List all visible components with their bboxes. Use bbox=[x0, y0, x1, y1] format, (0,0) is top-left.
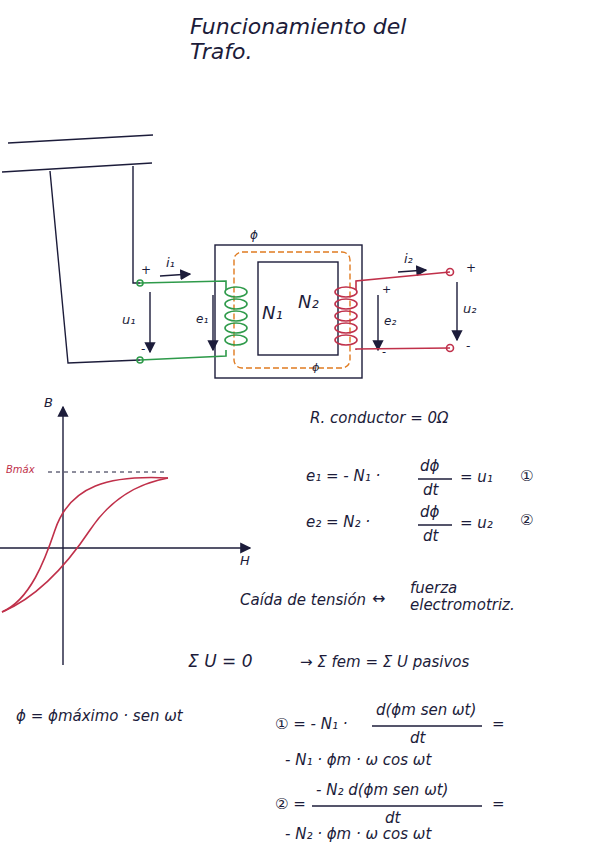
hysteresis-curve bbox=[2, 478, 168, 612]
note-label: = bbox=[492, 716, 505, 733]
note-label: Σ U = 0 bbox=[188, 652, 252, 672]
note-label: - N₂ d(ϕm sen ωt) bbox=[316, 782, 448, 799]
note-label: = bbox=[492, 796, 505, 813]
note-label: dϕ bbox=[420, 504, 439, 521]
note-label: - bbox=[382, 346, 386, 359]
note-label: i₂ bbox=[404, 252, 413, 267]
supply-wire bbox=[133, 166, 140, 283]
b-axis bbox=[62, 407, 63, 665]
primary-coil bbox=[225, 287, 247, 297]
primary-wire bbox=[140, 350, 226, 360]
note-label: Bmáx bbox=[6, 464, 35, 476]
note-label: u₁ bbox=[122, 313, 135, 328]
terminal bbox=[447, 345, 454, 352]
note-label: ϕ = ϕmáximo · sen ωt bbox=[16, 708, 183, 725]
note-label: ϕ bbox=[312, 362, 319, 375]
primary-coil bbox=[225, 323, 247, 333]
bmax-line bbox=[48, 472, 168, 473]
secondary-wire bbox=[356, 348, 450, 350]
core-window bbox=[258, 262, 338, 355]
note-label: u₂ bbox=[463, 302, 476, 317]
current-arrow bbox=[398, 270, 426, 272]
transformer-core bbox=[215, 245, 362, 378]
note-label: - N₁ · ϕm · ω cos ωt bbox=[285, 752, 431, 769]
supply-line bbox=[2, 163, 152, 172]
note-label: ② = bbox=[275, 796, 306, 813]
hysteresis-curve bbox=[2, 478, 168, 612]
note-label: B bbox=[44, 396, 53, 411]
primary-coil bbox=[225, 335, 247, 345]
emf-arrow bbox=[212, 295, 213, 350]
note-label: - N₂ · ϕm · ω cos ωt bbox=[285, 826, 431, 843]
note-label: i₁ bbox=[166, 256, 175, 271]
note-label: dt bbox=[385, 810, 400, 827]
note-label: dϕ bbox=[420, 458, 439, 475]
note-label: + bbox=[466, 262, 476, 276]
emf-arrow bbox=[377, 295, 378, 350]
note-label: N₁ bbox=[262, 303, 283, 324]
note-label: - bbox=[466, 340, 470, 354]
note-label: e₁ = - N₁ · bbox=[306, 468, 380, 485]
note-label: = u₁ bbox=[460, 469, 493, 486]
note-label: dt bbox=[410, 730, 425, 747]
secondary-coil bbox=[335, 311, 357, 321]
note-label: - bbox=[141, 343, 145, 357]
note-label: e₂ bbox=[384, 315, 396, 329]
terminal bbox=[137, 280, 143, 286]
note-label: H bbox=[240, 554, 250, 569]
primary-coil bbox=[225, 311, 247, 321]
voltage-arrow bbox=[456, 282, 457, 340]
secondary-coil bbox=[335, 323, 357, 333]
secondary-coil bbox=[335, 287, 357, 297]
secondary-wire bbox=[356, 272, 450, 290]
fraction-bar bbox=[418, 524, 452, 525]
note-label: ϕ bbox=[250, 229, 258, 243]
note-label: e₂ = N₂ · bbox=[306, 514, 370, 531]
note-label: N₂ bbox=[298, 292, 319, 313]
fraction-bar bbox=[418, 478, 452, 479]
note-label: ② bbox=[520, 512, 533, 529]
note-label: R. conductor = 0Ω bbox=[310, 410, 449, 427]
terminal bbox=[137, 357, 143, 363]
voltage-arrow bbox=[149, 292, 150, 352]
note-label: e₁ bbox=[196, 313, 208, 327]
note-label: = u₂ bbox=[460, 515, 493, 532]
note-label: fuerza electromotriz. bbox=[410, 580, 560, 615]
note-label: → Σ fem = Σ U pasivos bbox=[300, 654, 469, 671]
note-label: ① = - N₁ · bbox=[275, 716, 348, 733]
current-arrow bbox=[160, 274, 190, 276]
flux-path bbox=[234, 252, 350, 368]
supply-line bbox=[8, 135, 153, 143]
note-label: + bbox=[382, 284, 391, 297]
h-axis bbox=[0, 547, 250, 548]
note-label: + bbox=[141, 264, 151, 278]
primary-wire bbox=[140, 281, 226, 290]
primary-coil bbox=[225, 299, 247, 309]
note-label: ① bbox=[520, 468, 533, 485]
supply-wire bbox=[50, 171, 140, 363]
secondary-coil bbox=[335, 299, 357, 309]
note-label: ↔ bbox=[372, 590, 385, 608]
note-label: dt bbox=[423, 528, 438, 545]
fraction-bar bbox=[312, 805, 482, 806]
page-title: Funcionamiento del Trafo. bbox=[190, 14, 430, 65]
note-label: d(ϕm sen ωt) bbox=[376, 702, 476, 719]
note-label: dt bbox=[423, 482, 438, 499]
terminal bbox=[447, 269, 454, 276]
fraction-bar bbox=[372, 725, 482, 726]
secondary-coil bbox=[335, 335, 357, 345]
note-label: Caída de tensión bbox=[240, 592, 366, 609]
